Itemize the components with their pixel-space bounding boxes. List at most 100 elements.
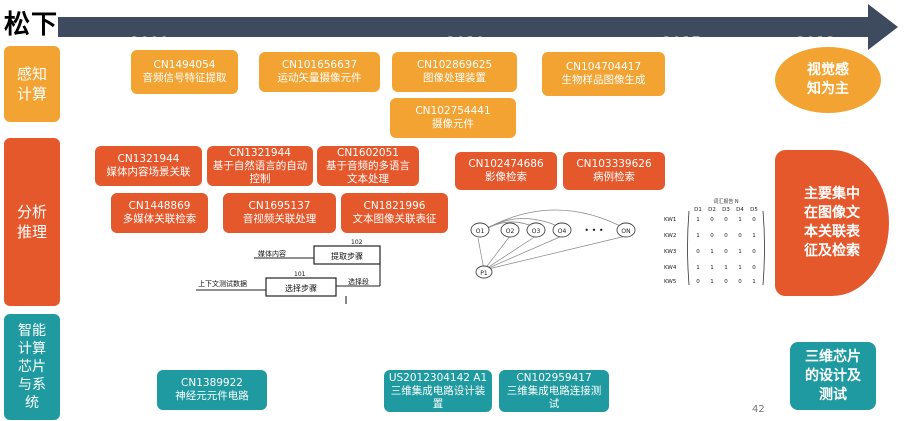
matrix-cell: 0 bbox=[724, 217, 728, 223]
patent-box: CN101656637 运动矢量摄像元件 bbox=[259, 52, 380, 92]
graph-node bbox=[552, 222, 572, 238]
flow-ref-top: 102 bbox=[351, 239, 363, 246]
brand-title: 松下 bbox=[4, 10, 59, 40]
matrix-cell: 1 bbox=[738, 265, 742, 271]
patent-box: CN1695137 音视频关联处理 bbox=[223, 193, 336, 233]
graph-edge bbox=[483, 235, 563, 271]
graph-node-label: O2 bbox=[506, 228, 515, 235]
matrix-cell: 1 bbox=[696, 217, 700, 223]
patent-desc: 基于自然语言的自动控制 bbox=[212, 159, 308, 185]
patent-desc: 病例检索 bbox=[593, 171, 635, 183]
patent-desc: 三维集成电路连接测试 bbox=[506, 384, 602, 410]
patent-id: US2012304142 A1 bbox=[388, 371, 488, 384]
patent-box: CN1389922 神经元元件电路 bbox=[157, 370, 267, 410]
graph-edge bbox=[483, 235, 627, 271]
year-label: 2010 bbox=[446, 35, 485, 51]
graph-node-label: O4 bbox=[558, 228, 567, 235]
patent-box: CN102474686 影像检索 bbox=[455, 152, 557, 190]
graph-node-label: P1 bbox=[480, 270, 488, 277]
patent-box: CN102754441 摄像元件 bbox=[390, 98, 516, 138]
patent-id: CN104704417 bbox=[565, 61, 642, 73]
patent-desc: 基于音频的多语言文本处理 bbox=[326, 159, 410, 185]
patent-box: US2012304142 A1 三维集成电路设计装置 bbox=[384, 370, 492, 412]
patent-desc: 神经元元件电路 bbox=[175, 390, 249, 402]
matrix-cell: 0 bbox=[710, 233, 714, 239]
matrix-cell: 0 bbox=[696, 249, 700, 255]
graph-node bbox=[470, 222, 490, 238]
matrix-col-header: D2 bbox=[708, 207, 716, 213]
graph-edge bbox=[483, 235, 511, 271]
matrix-bracket-left bbox=[687, 210, 690, 286]
matrix-cell: 0 bbox=[724, 233, 728, 239]
matrix-title: 词汇报告 N bbox=[713, 198, 739, 205]
matrix-col-header: D3 bbox=[722, 207, 730, 213]
flow-input-bottom-label: 上下文测试数据 bbox=[198, 279, 247, 288]
patent-id: CN1602051 bbox=[337, 146, 399, 159]
patent-desc: 运动矢量摄像元件 bbox=[277, 72, 362, 84]
patent-desc: 影像检索 bbox=[485, 171, 527, 183]
matrix-cell: 1 bbox=[738, 217, 742, 223]
matrix-cell: 0 bbox=[724, 249, 728, 255]
patent-desc: 媒体内容场景关联 bbox=[106, 166, 191, 178]
matrix-cell: 0 bbox=[738, 279, 742, 285]
flow-node-select bbox=[265, 277, 337, 297]
patent-id: CN103339626 bbox=[576, 158, 652, 170]
patent-id: CN1695137 bbox=[248, 200, 311, 212]
graph-node bbox=[475, 265, 493, 279]
graph-node bbox=[526, 222, 546, 238]
patent-id: CN1389922 bbox=[181, 377, 243, 389]
graph-edge bbox=[483, 235, 537, 271]
graph-node bbox=[616, 222, 636, 238]
flow-node-extract bbox=[313, 245, 381, 265]
matrix-cell: 0 bbox=[710, 217, 714, 223]
flow-node-extract-label: 提取步骤 bbox=[331, 251, 363, 261]
patent-id: CN1321944 bbox=[117, 153, 180, 165]
flow-ref-bottom: 101 bbox=[294, 271, 306, 278]
matrix-row-label: KW1 bbox=[664, 217, 676, 223]
patent-id: CN102959417 bbox=[516, 371, 592, 384]
matrix-cell: 1 bbox=[696, 265, 700, 271]
patent-desc: 文本图像关联表征 bbox=[352, 213, 437, 225]
matrix-cell: 0 bbox=[696, 279, 700, 285]
graph-node-label: O1 bbox=[476, 228, 485, 235]
category-analysis: 分析 推理 bbox=[4, 138, 60, 306]
matrix-cell: 1 bbox=[752, 279, 756, 285]
graph-node-label: ON bbox=[621, 228, 630, 235]
patent-box: CN102869625 图像处理装置 bbox=[392, 52, 517, 92]
patent-desc: 多媒体关联检索 bbox=[122, 213, 197, 225]
patent-desc: 生物样品图像生成 bbox=[561, 74, 646, 86]
matrix-cell: 1 bbox=[724, 265, 728, 271]
graph-figure: O1 O2 O3 O4 ON P1 • • • bbox=[470, 209, 636, 279]
category-perception: 感知 计算 bbox=[4, 46, 60, 122]
graph-edge bbox=[477, 237, 485, 271]
matrix-col-header: D4 bbox=[736, 207, 744, 213]
matrix-cell: 1 bbox=[752, 233, 756, 239]
matrix-cell: 0 bbox=[738, 233, 742, 239]
patent-id: CN102474686 bbox=[468, 158, 544, 170]
patent-desc: 三维集成电路设计装置 bbox=[390, 384, 486, 410]
matrix-cell: 1 bbox=[710, 265, 714, 271]
matrix-bracket-right bbox=[762, 210, 765, 286]
patent-id: CN1321944 bbox=[229, 146, 291, 159]
matrix-row-label: KW2 bbox=[664, 233, 676, 239]
patent-id: CN102869625 bbox=[416, 59, 493, 71]
timeline-bar: 2000 2010 2015 2018 bbox=[58, 17, 870, 51]
graph-ellipsis: • • • bbox=[584, 226, 603, 235]
matrix-cell: 0 bbox=[752, 249, 756, 255]
graph-node bbox=[500, 222, 520, 238]
category-chips: 智能 计算 芯片 与系 统 bbox=[4, 314, 60, 420]
flow-input-top-label: 媒体内容 bbox=[258, 249, 286, 258]
year-label: 2015 bbox=[662, 35, 701, 51]
matrix-cell: 1 bbox=[738, 249, 742, 255]
matrix-cell: 0 bbox=[752, 217, 756, 223]
patent-id: CN1821996 bbox=[363, 200, 426, 212]
patent-id: CN102754441 bbox=[415, 105, 491, 117]
graph-edge bbox=[483, 218, 563, 231]
patent-id: CN1448869 bbox=[128, 200, 191, 212]
matrix-col-header: D5 bbox=[750, 207, 758, 213]
patent-box: CN104704417 生物样品图像生成 bbox=[542, 52, 665, 96]
patent-desc: 图像处理装置 bbox=[423, 72, 486, 84]
matrix-cell: 1 bbox=[710, 279, 714, 285]
